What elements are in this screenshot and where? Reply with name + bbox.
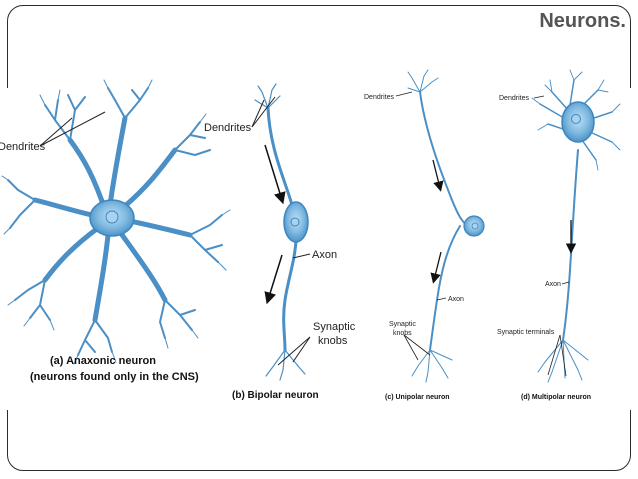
bipolar-arrow-bottom — [264, 254, 283, 305]
slide-title: Neurons. — [539, 10, 626, 32]
unipolar-knobs-label-1: Synaptic — [389, 321, 416, 328]
anaxonic-caption-line1: (a) Anaxonic neuron — [50, 355, 156, 367]
multipolar-dendrites-label: Dendrites — [499, 95, 529, 102]
bipolar-pointer-lines — [251, 96, 311, 366]
unipolar-neuron — [407, 69, 469, 383]
multipolar-pointer-lines — [533, 95, 570, 377]
multipolar-neuron — [531, 69, 621, 383]
multipolar-axon-label: Axon — [545, 281, 561, 288]
anaxonic-nucleus — [105, 210, 119, 224]
bipolar-arrow-top — [264, 144, 286, 205]
anaxonic-pointer-lines — [39, 111, 106, 147]
bipolar-knobs-label-2: knobs — [318, 335, 348, 347]
unipolar-arrow-bottom — [430, 251, 442, 284]
unipolar-dendrites-label: Dendrites — [364, 94, 394, 101]
bipolar-dendrites-label: Dendrites — [204, 122, 252, 134]
anaxonic-neuron — [1, 79, 231, 365]
unipolar-caption: (c) Unipolar neuron — [385, 394, 450, 401]
unipolar-axon-label: Axon — [448, 296, 464, 303]
anaxonic-dendrites-label: Dendrites — [0, 141, 46, 153]
unipolar-nucleus — [471, 222, 479, 230]
unipolar-knobs-label-2: knobs — [393, 330, 412, 337]
bipolar-knobs-label-1: Synaptic — [313, 321, 356, 333]
bipolar-nucleus — [290, 217, 300, 227]
bipolar-axon-label: Axon — [312, 249, 337, 261]
bipolar-caption: (b) Bipolar neuron — [232, 390, 319, 401]
multipolar-caption: (d) Multipolar neuron — [521, 394, 591, 401]
multipolar-nucleus — [571, 114, 581, 124]
multipolar-terminals-label: Synaptic terminals — [497, 329, 555, 336]
unipolar-pointer-lines — [395, 91, 447, 361]
anaxonic-caption-line2: (neurons found only in the CNS) — [30, 371, 199, 383]
unipolar-arrow-top — [432, 159, 444, 192]
